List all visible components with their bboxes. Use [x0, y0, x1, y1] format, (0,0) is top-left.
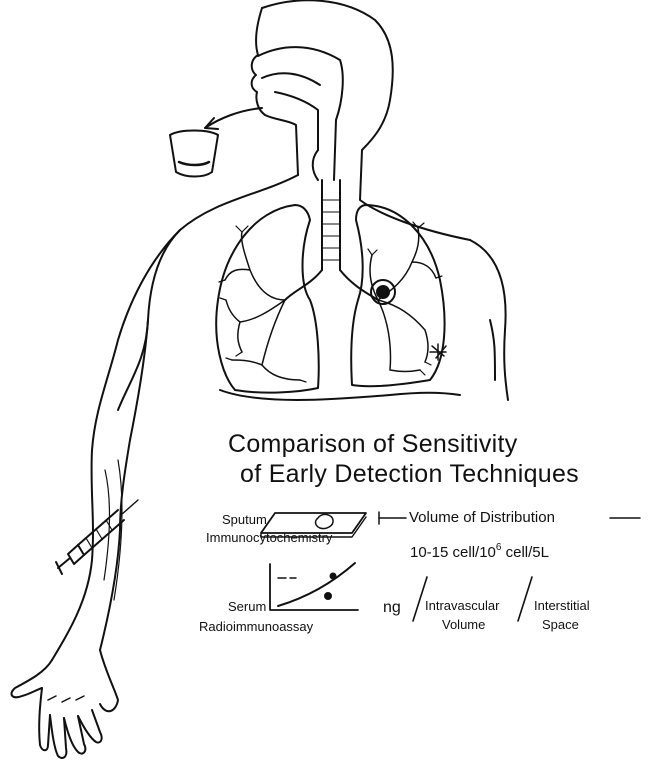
syringe-icon: [56, 500, 138, 574]
airway-passages: [258, 47, 343, 180]
interstitial-label: Interstitial: [534, 598, 590, 613]
sputum-arrow: [205, 108, 262, 129]
title-line-1: Comparison of Sensitivity: [228, 430, 518, 459]
sputum-cup-icon: [170, 131, 218, 177]
serum-method-label: Radioimmunoassay: [199, 619, 313, 634]
torso-outline: [118, 175, 508, 410]
arm-outline: [11, 230, 180, 758]
sputum-method-label: Immunocytochemistry: [206, 530, 332, 545]
trachea: [285, 180, 378, 300]
head-outline: [252, 0, 470, 240]
intravascular-label: Intravascular: [425, 598, 499, 613]
serum-graph-icon: [270, 563, 358, 610]
serum-label: Serum: [228, 599, 266, 614]
distribution-header: Volume of Distribution: [409, 509, 555, 526]
sputum-label: Sputum: [222, 512, 267, 527]
intravascular-volume-label: Volume: [442, 617, 485, 632]
left-lung: [216, 205, 319, 393]
sensitivity-value: 10-15 cell/106 cell/5L: [410, 544, 549, 561]
interstitial-space-label: Space: [542, 617, 579, 632]
right-lung: [351, 205, 444, 386]
title-line-2: of Early Detection Techniques: [240, 460, 579, 489]
ng-label: ng: [383, 599, 401, 617]
